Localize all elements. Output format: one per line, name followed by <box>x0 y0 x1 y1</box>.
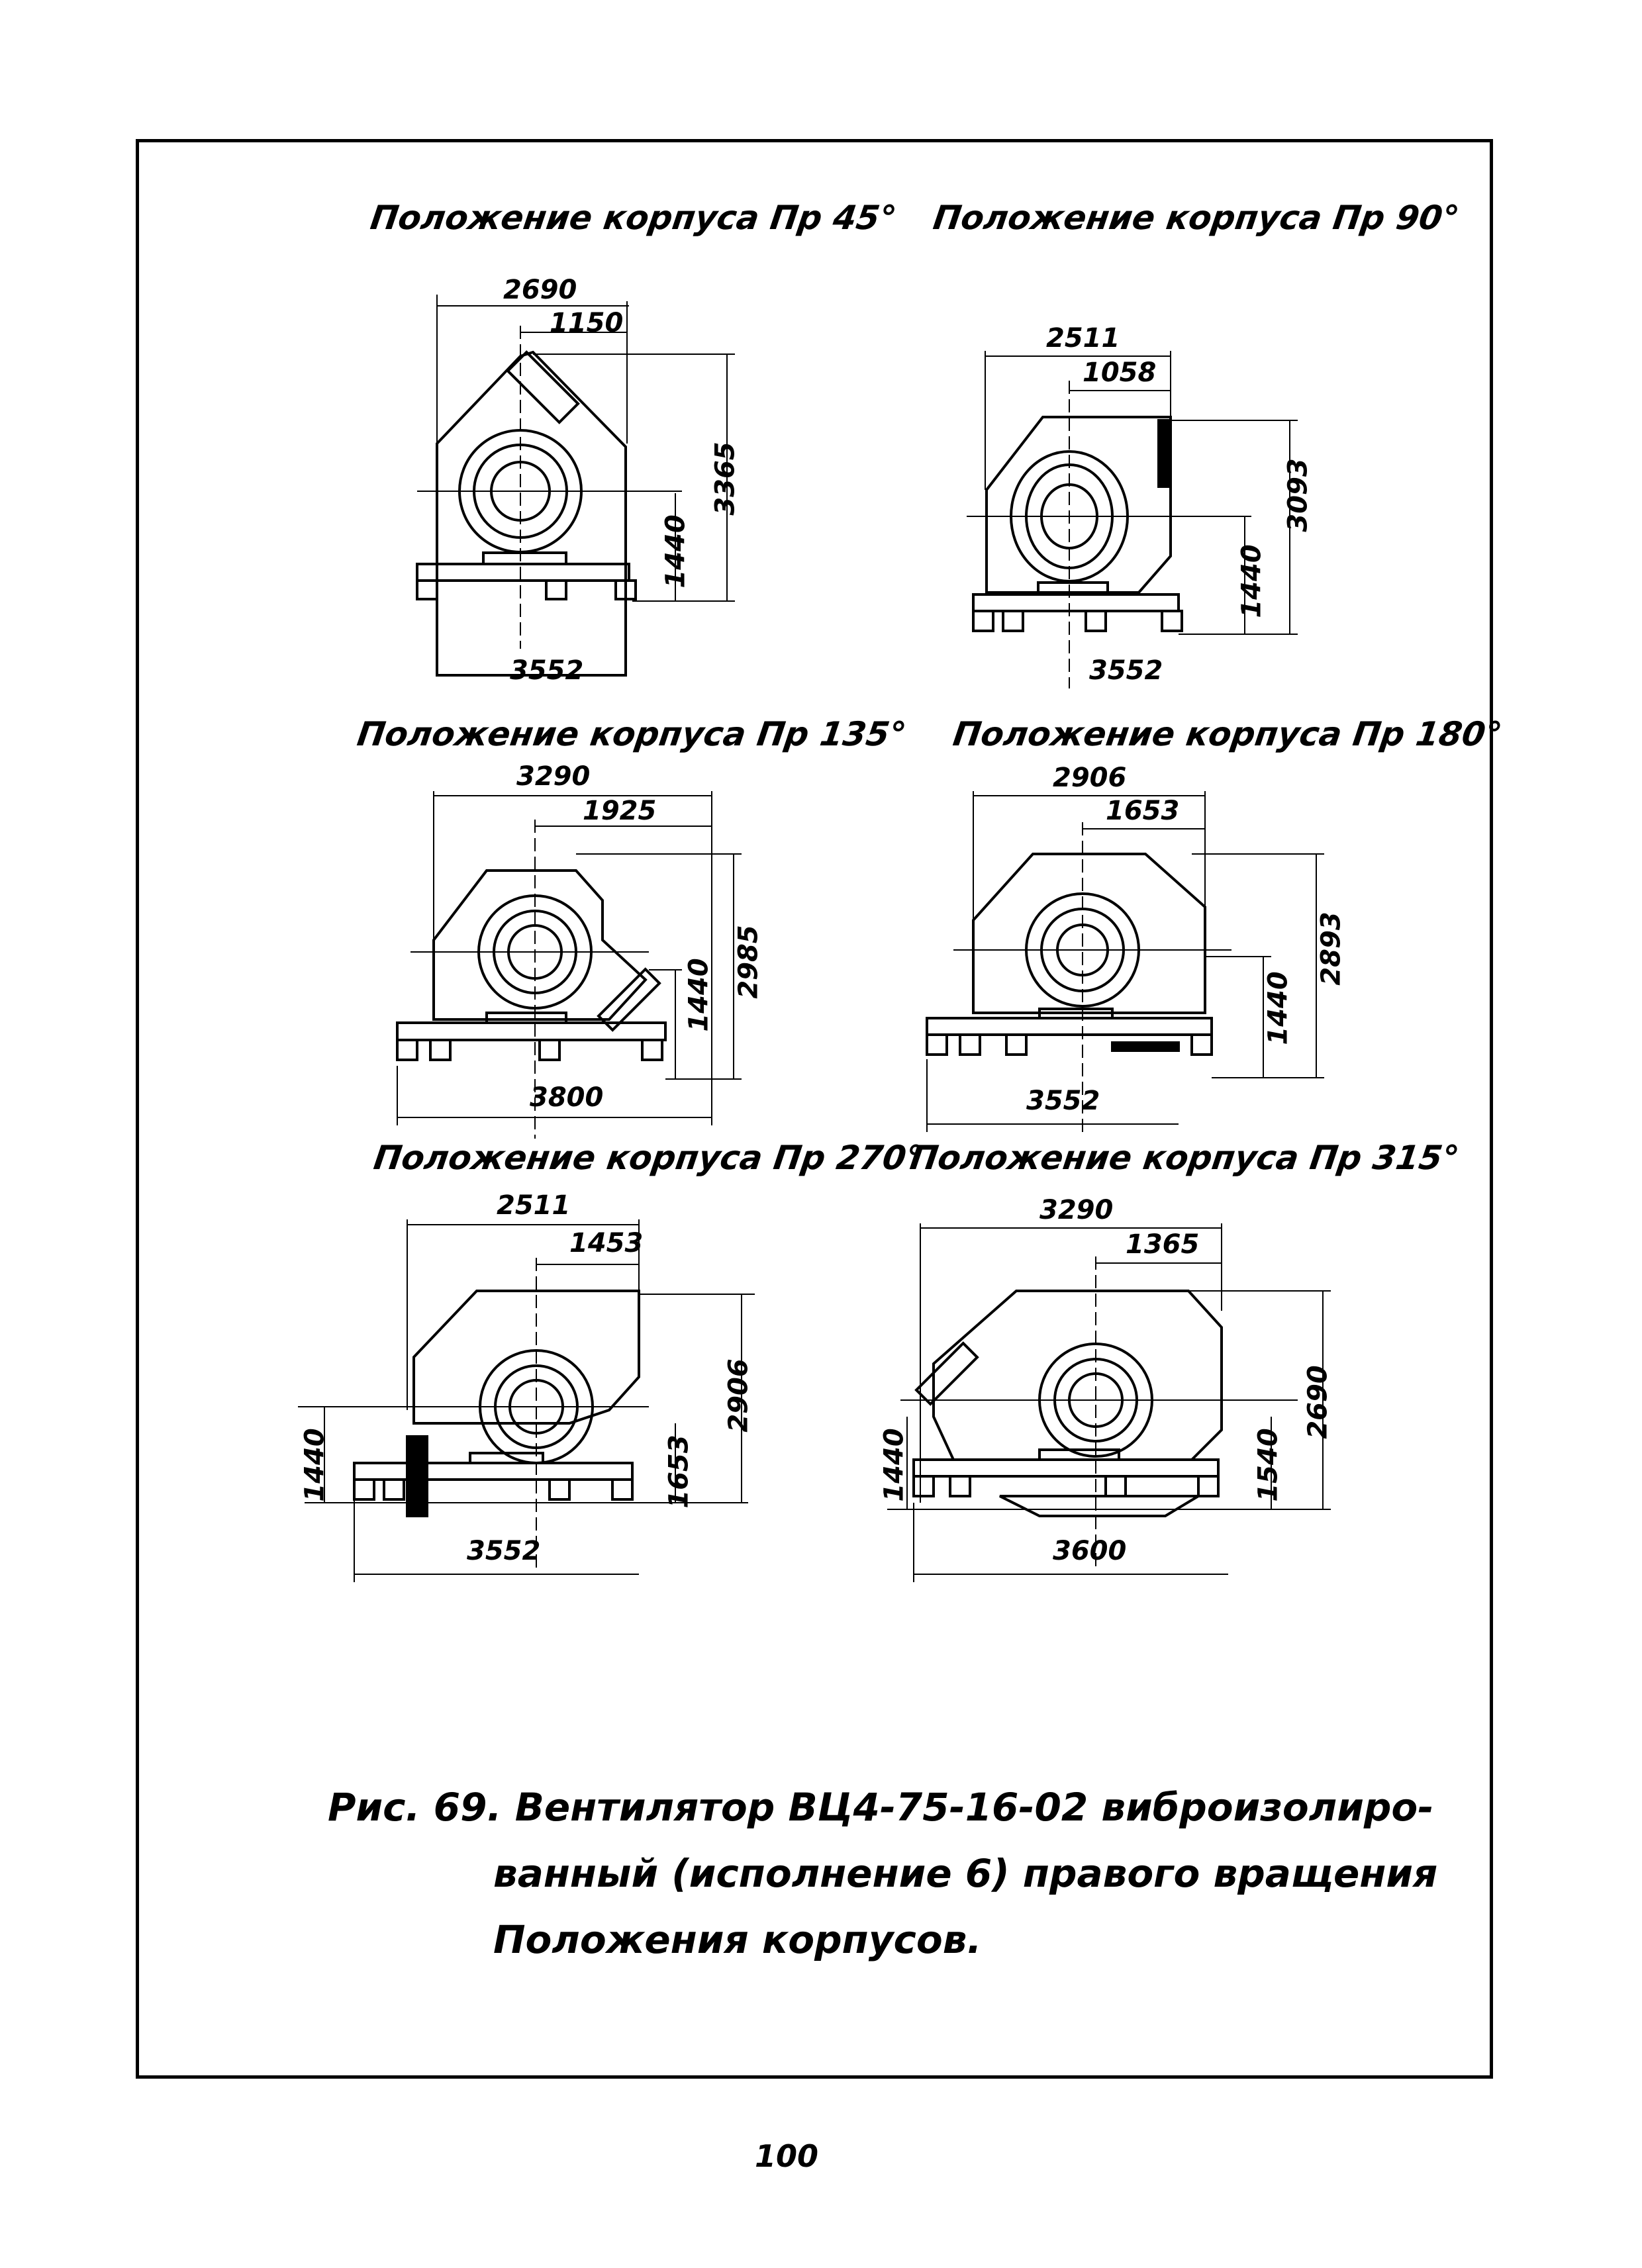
fan-drawing-180: 2906 1653 2893 1440 3552 <box>914 763 1364 1145</box>
caption-line-1: Рис. 69. Вентилятор ВЦ4-75-16-02 виброиз… <box>328 1785 1434 1830</box>
dim-axis-height: 1440 <box>1236 544 1267 618</box>
panel-title-45: Положение корпуса Пр 45° <box>367 199 899 237</box>
dim-overall-width: 2690 <box>503 275 577 305</box>
dim-overall-height: 2985 <box>733 925 764 999</box>
fan-drawing-45: 2690 1150 3365 1440 3552 <box>397 275 795 686</box>
dim-overall-width: 3290 <box>1039 1195 1114 1225</box>
panel-title-90: Положение корпуса Пр 90° <box>930 199 1462 237</box>
dim-half-width: 1453 <box>569 1228 644 1258</box>
dim-axis-height: 1440 <box>1263 971 1294 1045</box>
drawing-frame <box>136 139 1493 2079</box>
dim-overall-width: 3290 <box>516 761 591 792</box>
dim-outlet-height: 1540 <box>1253 1428 1284 1502</box>
dim-half-width: 1150 <box>550 308 624 338</box>
dim-base-length: 3552 <box>510 655 584 686</box>
dim-overall-height: 3365 <box>710 442 741 516</box>
dim-overall-height: 2906 <box>723 1358 754 1433</box>
dim-overall-width: 2511 <box>1046 323 1120 354</box>
panel-title-270: Положение корпуса Пр 270° <box>371 1139 926 1177</box>
dim-base-length: 3600 <box>1053 1536 1127 1566</box>
dim-half-width: 1925 <box>583 796 657 826</box>
dim-half-width: 1653 <box>1106 796 1180 826</box>
dim-overall-height: 2690 <box>1302 1365 1333 1439</box>
dim-axis-height: 1440 <box>660 514 691 589</box>
dim-base-length: 3552 <box>467 1536 541 1566</box>
panel-title-180: Положение корпуса Пр 180° <box>950 715 1505 753</box>
page-number: 100 <box>755 2138 819 2174</box>
figure-caption: Рис. 69. Вентилятор ВЦ4-75-16-02 виброиз… <box>328 1774 1437 1973</box>
dim-axis-height: 1440 <box>299 1428 330 1502</box>
fan-drawing-90: 2511 1058 3093 1440 3552 <box>967 318 1364 688</box>
dim-axis-height: 1440 <box>683 958 714 1032</box>
caption-line-2: ванный (исполнение 6) правого вращения <box>493 1851 1438 1896</box>
panel-title-135: Положение корпуса Пр 135° <box>354 715 909 753</box>
dim-overall-height: 2893 <box>1316 912 1347 986</box>
fan-drawing-270: 2511 1453 2906 1653 1440 3552 <box>278 1190 755 1595</box>
caption-line-3: Положения корпусов. <box>493 1917 982 1962</box>
dim-overall-width: 2906 <box>1053 763 1127 793</box>
fan-drawing-135: 3290 1925 2985 1440 3800 <box>384 761 814 1139</box>
fan-drawing-315: 3290 1365 2690 1540 1440 3600 <box>821 1195 1364 1595</box>
dim-half-width: 1058 <box>1083 357 1157 388</box>
dim-base-length: 3552 <box>1026 1086 1100 1116</box>
dim-half-width: 1365 <box>1126 1229 1200 1260</box>
dim-axis-height: 1440 <box>879 1428 910 1502</box>
dim-base-length: 3800 <box>530 1082 604 1113</box>
dim-outlet-height: 1653 <box>663 1435 695 1509</box>
dim-base-length: 3552 <box>1089 655 1163 686</box>
dim-overall-height: 3093 <box>1282 458 1314 532</box>
dim-overall-width: 2511 <box>497 1190 571 1221</box>
panel-title-315: Положение корпуса Пр 315° <box>907 1139 1462 1177</box>
